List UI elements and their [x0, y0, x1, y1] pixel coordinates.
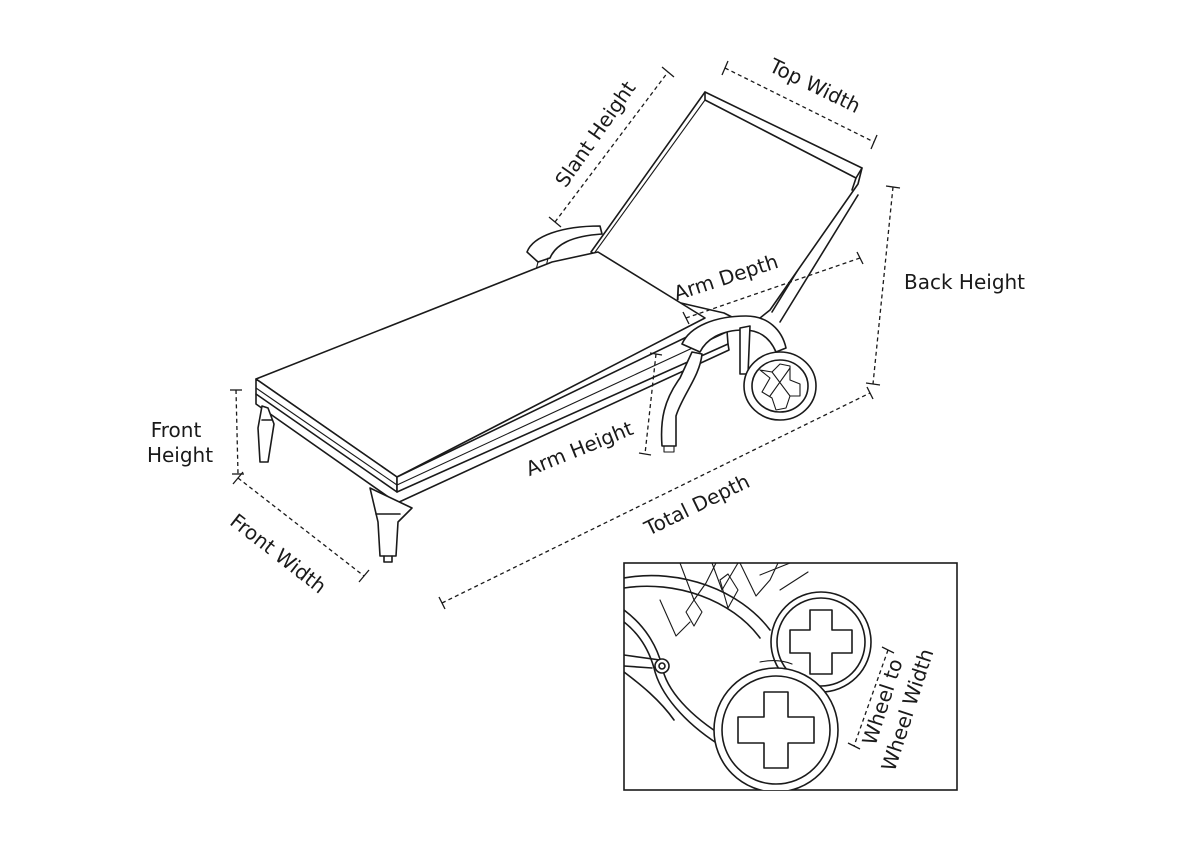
- front-legs: [257, 405, 413, 563]
- total-depth-label: Total Depth: [640, 469, 754, 541]
- seat-cushion: [255, 251, 730, 504]
- backrest-cushion: [590, 91, 863, 327]
- front-width-dimension: [232, 471, 370, 583]
- wheel-to-wheel-dimension: [847, 646, 895, 750]
- back-height-dimension: [865, 185, 901, 386]
- wheel-detail-inset: Wheel to Wheel Width: [623, 562, 958, 791]
- back-height-label: Back Height: [904, 270, 1025, 294]
- arm-height-dimension: [638, 352, 663, 456]
- right-armrest: [660, 315, 787, 453]
- inset-drawing: [624, 563, 872, 790]
- front-height-dimension: [230, 389, 244, 475]
- dimension-lines: [230, 60, 901, 610]
- slant-height-dimension: [548, 66, 675, 228]
- front-width-label: Front Width: [226, 509, 331, 599]
- total-depth-dimension: [438, 386, 874, 610]
- front-height-label-line2: Height: [147, 443, 213, 467]
- top-width-label: Top Width: [765, 53, 865, 118]
- lounge-wheel: [743, 351, 817, 421]
- top-width-dimension: [721, 60, 878, 150]
- arm-depth-dimension: [682, 251, 864, 325]
- slant-height-label: Slant Height: [550, 76, 641, 191]
- front-height-label-line1: Front: [151, 418, 202, 442]
- chaise-lounge-drawing: [255, 91, 863, 563]
